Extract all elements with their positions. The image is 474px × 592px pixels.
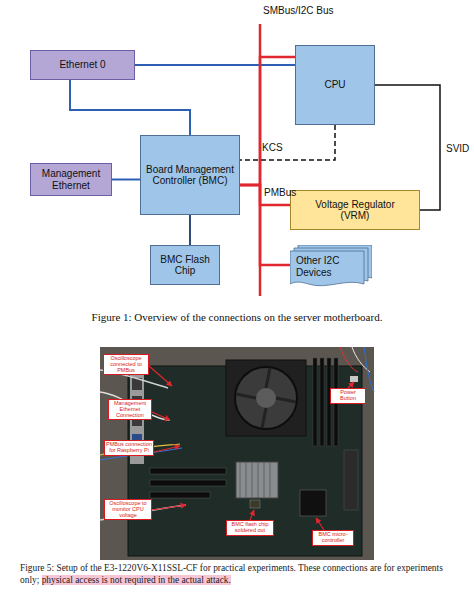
sata-connectors	[344, 450, 358, 510]
callout-text: BMC micro-controller	[314, 532, 352, 544]
node-label: Other I2C Devices	[296, 255, 362, 278]
bus-link	[240, 57, 295, 185]
photo-background	[100, 347, 374, 560]
figure-caption: Figure 5: Setup of the E3-1220V6-X11SSL-…	[20, 563, 460, 587]
ethernet-link	[135, 64, 295, 66]
callout-text: BMC flash chip soldered out	[228, 522, 272, 534]
ethernet-link	[112, 179, 140, 181]
front-panel-wire	[340, 347, 358, 372]
signal-label: SVID	[446, 143, 469, 154]
pcie-slot	[150, 468, 226, 474]
node-label: Board Management Controller (BMC)	[141, 164, 239, 187]
node-label: CPU	[324, 79, 345, 91]
heatsink-fins	[240, 462, 270, 498]
bus-line	[259, 24, 262, 296]
callout-box: Management Ethernet Connection	[108, 399, 152, 420]
cpu-box: CPU	[295, 45, 375, 125]
kcs-link	[240, 125, 335, 160]
pcie-slot	[150, 492, 210, 498]
power-button-part	[350, 376, 358, 382]
flash-chip-box: BMC Flash Chip	[150, 245, 220, 285]
network-port-box: Ethernet 0	[30, 50, 135, 80]
callout-box: PMBus connection for Raspberry Pi	[104, 440, 154, 456]
node-label: Voltage Regulator (VRM)	[313, 199, 397, 222]
ethernet-link	[70, 80, 190, 135]
highlighted-caption-text: physical access is not required in the a…	[42, 575, 231, 585]
callout-box: BMC flash chip soldered out	[226, 520, 274, 536]
signal-label: KCS	[262, 142, 283, 153]
callout-box: Oscilloscope connected to PMBus	[103, 354, 149, 375]
callout-text: Oscilloscope connected to PMBus	[105, 356, 147, 373]
bmc-box: Board Management Controller (BMC)	[140, 135, 240, 215]
ram-slot	[313, 358, 317, 446]
probe-wire	[100, 392, 170, 420]
cpu-fan	[235, 367, 297, 429]
leader-arrow	[149, 366, 172, 386]
front-panel-wire	[364, 347, 374, 392]
bus-label: SMBus/I2C Bus	[263, 5, 334, 16]
signal-label: PMBus	[264, 187, 296, 198]
pcie-slot	[150, 480, 226, 486]
cpu-heatsink	[226, 360, 306, 436]
leader-arrow	[250, 510, 254, 520]
flash-pad	[250, 500, 260, 508]
ram-slot	[320, 358, 324, 446]
bmc-chip	[300, 490, 326, 516]
callout-text: Power Button	[332, 390, 364, 402]
fan-hub	[256, 388, 276, 408]
node-label: BMC Flash Chip	[155, 254, 215, 277]
node-label: Management Ethernet	[31, 168, 111, 191]
vrm-box: Voltage Regulator (VRM)	[290, 190, 420, 230]
callout-box: Power Button	[330, 388, 366, 404]
leader-arrow	[152, 412, 170, 420]
leader-arrow	[152, 505, 186, 510]
figure-caption: Figure 1: Overview of the connections on…	[0, 311, 474, 323]
callout-box: Oscilloscope to monitor CPU voltage	[104, 499, 152, 520]
callout-text: Management Ethernet Connection	[110, 401, 150, 418]
flash-link	[189, 215, 191, 245]
callout-text: PMBus connection for Raspberry Pi	[106, 442, 152, 454]
callout-text: Oscilloscope to monitor CPU voltage	[106, 501, 150, 518]
document-sheet	[290, 251, 364, 286]
device-stack-shape: Other I2C Devices	[290, 245, 372, 287]
setup-photo	[100, 347, 374, 560]
callout-box: BMC micro-controller	[312, 530, 354, 546]
leader-arrow	[154, 446, 180, 452]
node-label: Ethernet 0	[59, 59, 105, 71]
fan-blades	[236, 368, 296, 428]
chipset-heatsink	[236, 462, 278, 498]
network-port-box: Management Ethernet	[30, 163, 112, 196]
leader-arrow	[316, 518, 324, 530]
